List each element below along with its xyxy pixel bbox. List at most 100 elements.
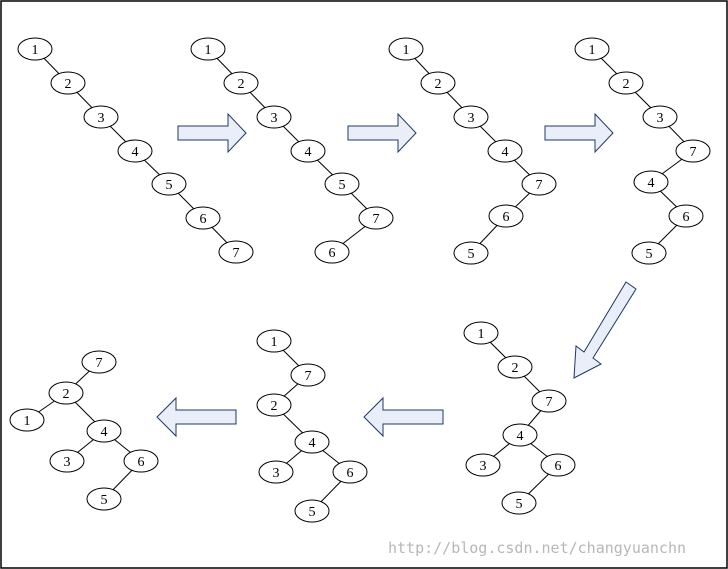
node-ellipse [123,449,159,473]
tree-node: 2 [48,381,84,405]
node-ellipse [48,381,84,405]
tree-node: 6 [540,453,576,477]
tree-node: 4 [290,139,326,163]
node-ellipse [358,206,394,230]
node-ellipse [256,329,292,353]
node-ellipse [83,105,119,129]
node-label: 1 [271,335,278,350]
node-ellipse [521,172,557,196]
node-ellipse [294,430,330,454]
tree-node: 3 [49,449,85,473]
node-label: 3 [468,111,475,126]
node-label: 7 [233,246,240,261]
tree-node: 2 [223,71,259,95]
node-label: 4 [517,429,524,444]
tree-node: 7 [81,350,117,374]
tree-node: 4 [633,170,669,194]
node-ellipse [502,423,538,447]
node-label: 7 [536,178,543,193]
node-label: 6 [200,212,207,227]
node-label: 5 [646,247,653,262]
arrow-right-2 [347,112,417,154]
node-label: 7 [690,145,697,160]
node-label: 7 [305,369,312,384]
tree-node: 7 [675,139,711,163]
arrow-right-1 [177,112,247,154]
node-ellipse [81,350,117,374]
node-ellipse [488,204,524,228]
step-arrows [156,112,637,438]
node-label: 6 [555,459,562,474]
tree-node: 6 [123,449,159,473]
node-label: 2 [623,77,630,92]
node-label: 1 [403,43,410,58]
node-label: 4 [101,425,108,440]
node-ellipse [223,71,259,95]
node-label: 4 [132,145,139,160]
node-label: 1 [589,43,596,58]
tree-node: 7 [290,363,326,387]
arrow-left-2 [156,396,237,438]
node-label: 4 [309,436,316,451]
node-ellipse [388,37,424,61]
node-ellipse [497,355,533,379]
node-ellipse [9,408,45,432]
node-ellipse [324,172,360,196]
tree-node: 1 [256,329,292,353]
node-label: 6 [503,210,510,225]
node-label: 2 [512,361,519,376]
node-label: 3 [273,466,280,481]
arrow-right-3 [544,112,614,154]
node-ellipse [151,172,187,196]
tree-node: 3 [642,105,678,129]
node-ellipse [574,37,610,61]
tree-node: 2 [256,393,292,417]
tree-node: 5 [631,241,667,265]
tree-node: 2 [608,71,644,95]
tree-node: 2 [497,355,533,379]
tree-node: 5 [453,241,489,265]
node-label: 2 [435,77,442,92]
tree-node: 1 [574,37,610,61]
node-ellipse [50,71,86,95]
tree-node: 6 [185,206,221,230]
arrow-down-left [573,281,637,379]
tree-node: 4 [117,139,153,163]
tree-node: 4 [487,139,523,163]
tree-node: 4 [294,430,330,454]
node-label: 3 [480,459,487,474]
node-ellipse [420,71,456,95]
node-label: 5 [468,247,475,262]
node-ellipse [86,419,122,443]
node-label: 1 [32,43,39,58]
node-label: 5 [339,178,346,193]
node-label: 6 [347,466,354,481]
node-ellipse [218,240,254,264]
tree-node: 3 [83,105,119,129]
node-label: 5 [516,497,523,512]
node-ellipse [86,487,122,511]
node-ellipse [290,363,326,387]
tree-node: 1 [388,37,424,61]
tree-node: 6 [488,204,524,228]
tree-node: 3 [258,460,294,484]
tree-node: 1 [190,37,226,61]
node-ellipse [608,71,644,95]
tree-node: 6 [332,460,368,484]
tree-node: 5 [501,491,537,515]
node-label: 5 [166,178,173,193]
tree-node: 7 [531,389,567,413]
step-2-tree: 1 2 3 45 7 6 [190,37,394,264]
node-ellipse [185,206,221,230]
node-ellipse [668,204,704,228]
node-label: 6 [329,246,336,261]
node-ellipse [540,453,576,477]
node-ellipse [49,449,85,473]
tree-node: 3 [256,105,292,129]
